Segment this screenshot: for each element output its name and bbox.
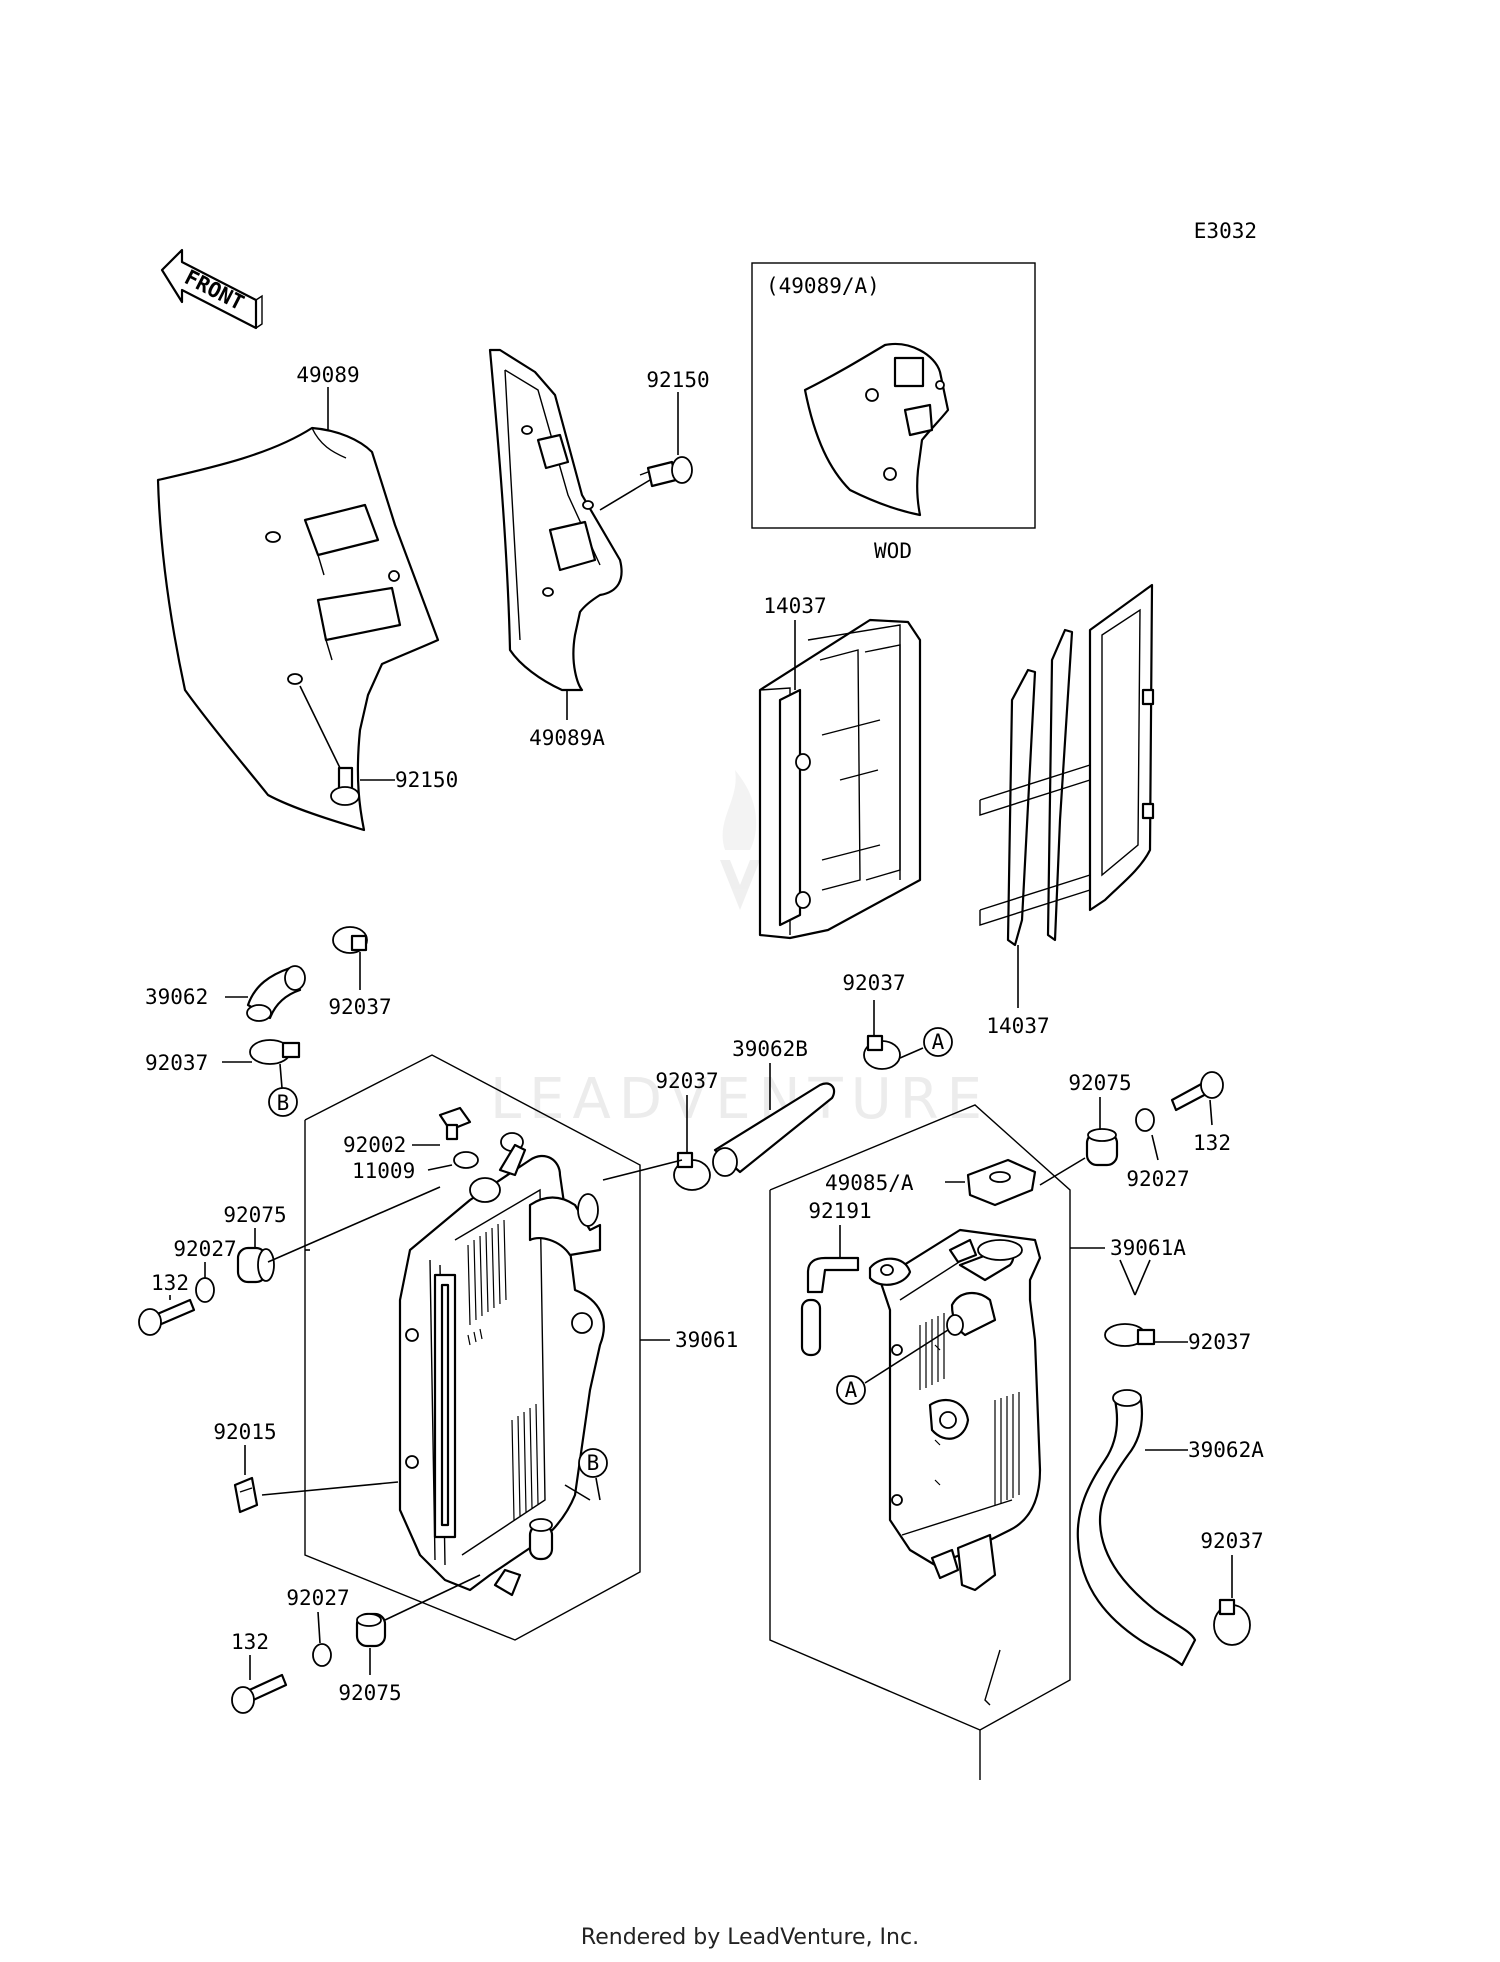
- label-92075-right: 92075: [1068, 1071, 1131, 1095]
- label-39062B: 39062B: [732, 1037, 808, 1061]
- label-92027-right: 92027: [1126, 1167, 1189, 1191]
- clamp-icon: [249, 1039, 301, 1065]
- hose-mid-part: [712, 1082, 836, 1177]
- bolt-icon: [330, 766, 360, 806]
- guard-front-part: [758, 618, 922, 940]
- callout-a-top: A: [932, 1030, 945, 1054]
- callout-b-radiator: B: [587, 1451, 600, 1475]
- label-49089A: 49089A: [529, 726, 605, 750]
- clamp-icon: [863, 1034, 901, 1070]
- collar-icon: [1135, 1108, 1155, 1132]
- label-92027-left-bottom: 92027: [286, 1586, 349, 1610]
- bolt-icon: [639, 456, 693, 488]
- bolt-icon: [231, 1673, 288, 1714]
- watermark-text: LEADVENTURE: [490, 1067, 990, 1132]
- diagram-code: E3032: [1194, 219, 1257, 243]
- leader-line: [984, 1649, 1001, 1706]
- front-arrow-icon: FRONT: [160, 248, 263, 330]
- bolt-icon: [438, 1106, 472, 1141]
- clamp-icon: [1104, 1323, 1156, 1347]
- radiator-right-part: [868, 1228, 1042, 1592]
- shroud-right-part: [488, 348, 623, 692]
- label-39061A: 39061A: [1110, 1236, 1186, 1260]
- clamp-icon: [1213, 1598, 1251, 1646]
- hose-long-part: [1076, 1389, 1197, 1667]
- inset-caption: WOD: [874, 539, 912, 563]
- label-132-left-top: 132: [151, 1271, 189, 1295]
- label-92191: 92191: [808, 1199, 871, 1223]
- cap-part: [966, 1158, 1037, 1207]
- label-92037-right-top: 92037: [1188, 1330, 1251, 1354]
- radiator-left-part: [398, 1132, 605, 1597]
- label-92037-mid: 92037: [655, 1069, 718, 1093]
- label-39062A: 39062A: [1188, 1438, 1264, 1462]
- label-132-left-bottom: 132: [231, 1630, 269, 1654]
- hose-short-part: [246, 965, 306, 1022]
- bolt-icon: [1170, 1071, 1224, 1112]
- callout-a-radiator: A: [845, 1378, 858, 1402]
- label-92075-left-top: 92075: [223, 1203, 286, 1227]
- label-92027-left-top: 92027: [173, 1237, 236, 1261]
- inset-title: (49089/A): [766, 274, 880, 298]
- label-92150-bottom: 92150: [395, 768, 458, 792]
- inset-box: [751, 262, 1036, 529]
- radiator-right-frame: [769, 1104, 1071, 1731]
- label-14037-front: 14037: [763, 594, 826, 618]
- clamp-icon: [673, 1151, 711, 1191]
- collar-icon: [312, 1643, 332, 1667]
- label-49085A: 49085/A: [825, 1171, 914, 1195]
- clamp-icon: [332, 926, 368, 954]
- grommet-icon: [236, 1246, 275, 1284]
- watermark-logo: [720, 770, 760, 910]
- label-132-right: 132: [1193, 1131, 1231, 1155]
- label-11009: 11009: [352, 1159, 415, 1183]
- label-92075-left-bottom: 92075: [338, 1681, 401, 1705]
- label-92150-top: 92150: [646, 368, 709, 392]
- radiator-left-fins: [467, 1219, 539, 1521]
- callout-a-circle-radiator: [836, 1375, 866, 1405]
- clip-icon: [233, 1476, 259, 1514]
- callout-b: B: [277, 1091, 290, 1115]
- shroud-left-part: [156, 426, 440, 832]
- radiator-right-fins: [919, 1313, 1020, 1505]
- label-92037-upper-left: 92037: [328, 995, 391, 1019]
- grommet-icon: [355, 1612, 387, 1648]
- callout-b-circle: [268, 1087, 298, 1117]
- collar-icon: [195, 1277, 215, 1303]
- callout-a-circle-top: [923, 1027, 953, 1057]
- label-49089: 49089: [296, 363, 359, 387]
- label-92002: 92002: [343, 1133, 406, 1157]
- footer-credit: Rendered by LeadVenture, Inc.: [580, 1925, 920, 1950]
- bolt-icon: [138, 1298, 196, 1336]
- shroud-wod-part: [803, 342, 950, 517]
- label-14037-rear: 14037: [986, 1014, 1049, 1038]
- label-39062: 39062: [145, 985, 208, 1009]
- label-92037-upper-mid: 92037: [842, 971, 905, 995]
- breather-hose-part: [800, 1256, 860, 1357]
- radiator-left-frame: [304, 1054, 641, 1641]
- label-39061: 39061: [675, 1328, 738, 1352]
- guard-rear-part: [979, 583, 1155, 947]
- grommet-icon: [1085, 1128, 1119, 1167]
- callout-b-circle-radiator: [578, 1448, 608, 1478]
- label-92037-left: 92037: [145, 1051, 208, 1075]
- label-92037-right-bottom: 92037: [1200, 1529, 1263, 1553]
- washer-icon: [453, 1151, 479, 1169]
- label-92015: 92015: [213, 1420, 276, 1444]
